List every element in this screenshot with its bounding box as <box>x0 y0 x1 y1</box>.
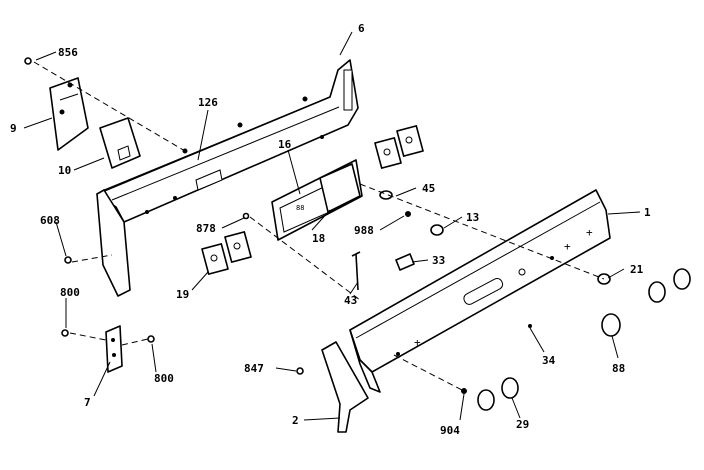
screw-856 <box>24 57 32 65</box>
alignment-lines <box>33 61 605 392</box>
label-16: 16 <box>278 138 292 151</box>
label-988: 988 <box>354 224 374 237</box>
label-904: 904 <box>440 424 460 437</box>
rear-panel-6 <box>96 59 359 297</box>
label-847: 847 <box>244 362 264 375</box>
knob-pair-top-right <box>648 268 691 303</box>
switch-pair-19 <box>201 231 252 275</box>
label-13: 13 <box>466 211 479 224</box>
label-856: 856 <box>58 46 78 59</box>
bracket-9 <box>49 77 89 151</box>
svg-text:+: + <box>414 336 421 349</box>
svg-text:+: + <box>586 226 593 239</box>
knob-pair-29 <box>477 377 519 411</box>
screw-800-right <box>147 335 155 343</box>
leader-lines <box>23 31 641 421</box>
bracket-7 <box>105 325 123 373</box>
label-33: 33 <box>432 254 445 267</box>
label-34: 34 <box>542 354 556 367</box>
label-7: 7 <box>84 396 91 409</box>
label-608: 608 <box>40 214 60 227</box>
label-45: 45 <box>422 182 435 195</box>
side-bracket-2 <box>321 341 369 433</box>
rod-43 <box>351 251 361 291</box>
bracket-10 <box>99 117 141 169</box>
spacer-13 <box>430 224 444 236</box>
svg-text:88: 88 <box>296 204 304 212</box>
clip-33 <box>395 253 415 271</box>
switch-pair-top <box>374 125 424 169</box>
knob-88 <box>601 313 621 337</box>
label-2: 2 <box>292 414 299 427</box>
screw-608 <box>64 256 72 264</box>
clock-display-18 <box>319 163 361 213</box>
control-panel-1: + + + <box>349 189 611 393</box>
screw-988 <box>405 211 411 217</box>
screw-847 <box>296 367 304 375</box>
label-19: 19 <box>176 288 189 301</box>
label-878: 878 <box>196 222 216 235</box>
label-18: 18 <box>312 232 325 245</box>
label-43: 43 <box>344 294 357 307</box>
screw-904 <box>461 388 467 394</box>
label-29: 29 <box>516 418 529 431</box>
label-10: 10 <box>58 164 71 177</box>
svg-text:+: + <box>564 240 571 253</box>
label-800-left: 800 <box>60 286 80 299</box>
label-126: 126 <box>198 96 218 109</box>
label-6: 6 <box>358 22 365 35</box>
part-labels: 856 6 9 10 126 16 45 1 608 878 18 988 13… <box>10 22 651 437</box>
label-9: 9 <box>10 122 17 135</box>
label-88: 88 <box>612 362 625 375</box>
label-1: 1 <box>644 206 651 219</box>
screw-878 <box>242 212 250 220</box>
label-21: 21 <box>630 263 644 276</box>
label-800-right: 800 <box>154 372 174 385</box>
screw-800-left <box>61 329 69 337</box>
